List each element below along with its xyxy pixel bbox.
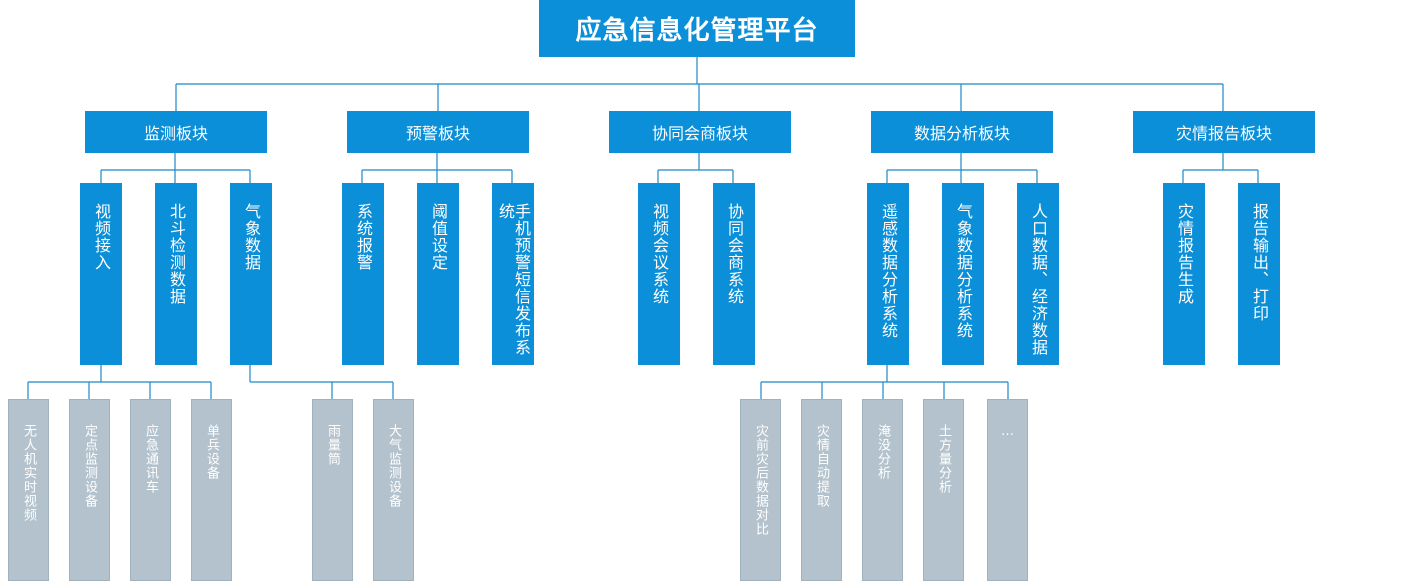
sub-label: 灾情报告生成 [1175,203,1194,305]
sub-label: 气象数据分析系统 [954,203,973,339]
leaf-rain-gauge: 雨量筒 [312,399,353,581]
module-consultation: 协同会商板块 [609,111,791,153]
leaf-drone-video: 无人机实时视频 [8,399,49,581]
module-data-analysis: 数据分析板块 [871,111,1053,153]
sub-report-output: 报告输出、打印 [1238,183,1280,365]
module-monitoring: 监测板块 [85,111,267,153]
sub-video-access: 视频接入 [80,183,122,365]
leaf-more: … [987,399,1028,581]
sub-weather-data: 气象数据 [230,183,272,365]
leaf-label: 无人机实时视频 [21,424,36,522]
root-label: 应急信息化管理平台 [575,16,819,46]
module-label: 数据分析板块 [913,124,1010,143]
leaf-soldier-device: 单兵设备 [191,399,232,581]
sub-system-alarm: 系统报警 [342,183,384,365]
leaf-earthwork-analysis: 土方量分析 [923,399,964,581]
sub-label: 阈值设定 [429,203,448,271]
sub-consultation-system: 协同会商系统 [713,183,755,365]
leaf-comm-vehicle: 应急通讯车 [130,399,171,581]
sub-label: 手机预警短信发布系统 [496,203,531,356]
module-label: 预警板块 [405,124,470,143]
leaf-label: 应急通讯车 [143,424,158,494]
sub-label: 协同会商系统 [725,203,744,305]
leaf-label: 灾前灾后数据对比 [753,424,768,536]
module-label: 监测板块 [143,124,208,143]
leaf-flood-analysis: 淹没分析 [862,399,903,581]
leaf-auto-extract: 灾情自动提取 [801,399,842,581]
sub-label: 人口数据、经济数据 [1029,203,1048,356]
sub-video-conference: 视频会议系统 [638,183,680,365]
module-label: 协同会商板块 [651,124,748,143]
leaf-label: 大气监测设备 [386,424,401,508]
sub-population-economy: 人口数据、经济数据 [1017,183,1059,365]
module-label: 灾情报告板块 [1175,124,1272,143]
sub-label: 遥感数据分析系统 [879,203,898,339]
leaf-label: … [1000,424,1015,440]
leaf-label: 灾情自动提取 [814,424,829,508]
sub-label: 气象数据 [242,203,261,271]
leaf-label: 雨量筒 [325,424,340,466]
sub-beidou-data: 北斗检测数据 [155,183,197,365]
sub-weather-analysis: 气象数据分析系统 [942,183,984,365]
sub-label: 视频会议系统 [650,203,669,305]
sub-threshold-setting: 阈值设定 [417,183,459,365]
leaf-fixed-monitor: 定点监测设备 [69,399,110,581]
leaf-label: 定点监测设备 [82,424,97,508]
sub-report-generation: 灾情报告生成 [1163,183,1205,365]
sub-label: 北斗检测数据 [167,203,186,305]
leaf-label: 单兵设备 [204,424,219,480]
root-node: 应急信息化管理平台 [539,0,855,57]
leaf-before-after-compare: 灾前灾后数据对比 [740,399,781,581]
leaf-atmosphere-monitor: 大气监测设备 [373,399,414,581]
leaf-label: 土方量分析 [936,424,951,494]
sub-label: 系统报警 [354,203,373,271]
sub-remote-sensing: 遥感数据分析系统 [867,183,909,365]
leaf-label: 淹没分析 [875,424,890,480]
module-disaster-report: 灾情报告板块 [1133,111,1315,153]
sub-label: 视频接入 [92,203,111,271]
sub-label: 报告输出、打印 [1250,203,1269,322]
module-warning: 预警板块 [347,111,529,153]
sub-sms-warning: 手机预警短信发布系统 [492,183,534,365]
